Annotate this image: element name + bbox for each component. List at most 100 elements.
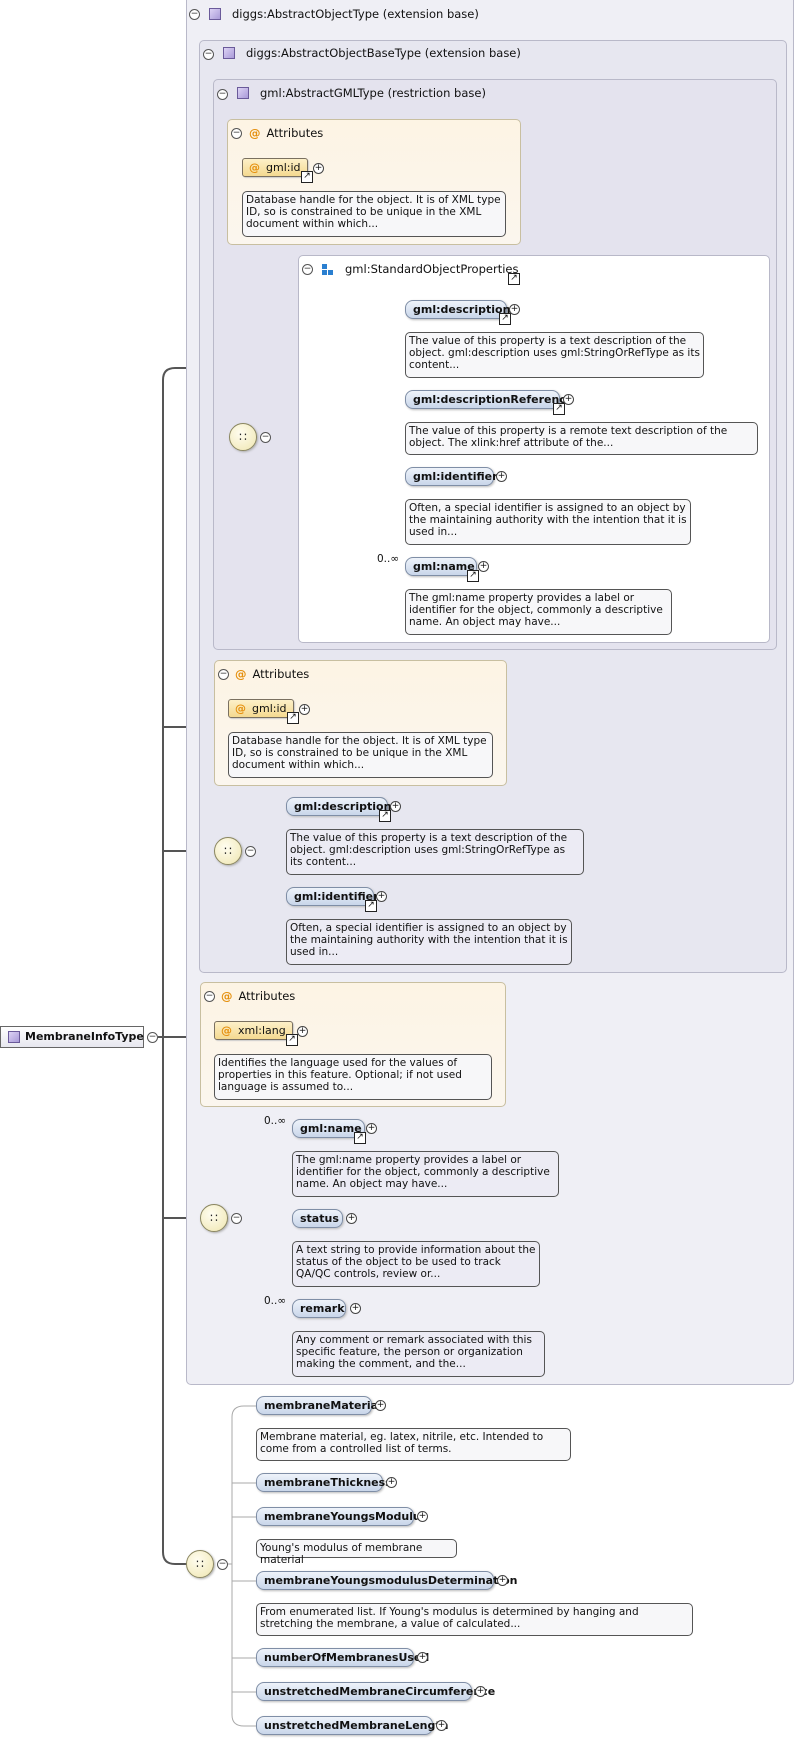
description-note: The value of this property is a text des… <box>286 829 584 875</box>
element-unstretched-membrane-circumference[interactable]: unstretchedMembraneCircumference <box>256 1682 495 1701</box>
description-note: Often, a special identifier is assigned … <box>286 919 572 965</box>
expand-icon[interactable]: + <box>297 1026 308 1037</box>
collapse-icon[interactable]: − <box>189 9 200 20</box>
root-label: MembraneInfoType <box>25 1030 144 1043</box>
attributes-title: @Attributes <box>221 989 296 1003</box>
description-note: Database handle for the object. It is of… <box>228 732 493 778</box>
attribute-gml-id[interactable]: @gml:id <box>228 699 294 718</box>
complex-type-icon <box>8 1031 20 1043</box>
sequence-icon[interactable]: ∷ <box>186 1550 214 1578</box>
reference-icon[interactable]: ↗ <box>354 1132 366 1144</box>
frame-title: diggs:AbstractObjectBaseType (extension … <box>246 46 521 60</box>
complex-type-icon <box>223 47 235 59</box>
expand-icon[interactable]: + <box>313 163 324 174</box>
description-note: The value of this property is a remote t… <box>405 422 758 455</box>
collapse-icon[interactable]: − <box>231 128 242 139</box>
group-title: gml:StandardObjectProperties <box>345 262 519 276</box>
expand-icon[interactable]: + <box>417 1511 428 1522</box>
element-gml-description[interactable]: gml:description <box>405 300 510 319</box>
collapse-icon[interactable]: − <box>147 1032 158 1043</box>
reference-icon[interactable]: ↗ <box>379 810 391 822</box>
description-note: From enumerated list. If Young's modulus… <box>256 1603 693 1636</box>
expand-icon[interactable]: + <box>497 1575 508 1586</box>
complex-type-icon <box>237 87 249 99</box>
collapse-icon[interactable]: − <box>231 1213 242 1224</box>
attributes-label: Attributes <box>266 126 324 140</box>
element-gml-identifier[interactable]: gml:identifier <box>286 887 379 906</box>
expand-icon[interactable]: + <box>475 1686 486 1697</box>
description-note: Identifies the language used for the val… <box>214 1054 492 1100</box>
attribute-gml-id[interactable]: @gml:id <box>242 158 308 177</box>
description-note: The value of this property is a text des… <box>405 332 704 378</box>
attribute-label: gml:id <box>252 702 287 715</box>
collapse-icon[interactable]: − <box>245 846 256 857</box>
element-membrane-material[interactable]: membraneMaterial <box>256 1396 382 1415</box>
sequence-icon[interactable]: ∷ <box>229 423 257 451</box>
description-note: The gml:name property provides a label o… <box>405 589 672 635</box>
collapse-icon[interactable]: − <box>260 432 271 443</box>
expand-icon[interactable]: + <box>478 561 489 572</box>
expand-icon[interactable]: + <box>496 471 507 482</box>
sequence-icon[interactable]: ∷ <box>200 1204 228 1232</box>
expand-icon[interactable]: + <box>376 891 387 902</box>
element-status[interactable]: status <box>292 1209 343 1228</box>
element-gml-description-reference[interactable]: gml:descriptionReference <box>405 390 573 409</box>
expand-icon[interactable]: + <box>390 801 401 812</box>
expand-icon[interactable]: + <box>366 1123 377 1134</box>
element-gml-identifier[interactable]: gml:identifier <box>405 467 498 486</box>
occurrence-label: 0..∞ <box>264 1295 287 1307</box>
occurrence-label: 0..∞ <box>264 1115 287 1127</box>
expand-icon[interactable]: + <box>563 394 574 405</box>
sequence-icon[interactable]: ∷ <box>214 837 242 865</box>
reference-icon[interactable]: ↗ <box>365 900 377 912</box>
element-gml-name[interactable]: gml:name <box>405 557 477 576</box>
root-type-membrane-info[interactable]: MembraneInfoType <box>0 1026 144 1048</box>
attributes-title: @Attributes <box>249 126 324 140</box>
element-remark[interactable]: remark <box>292 1299 346 1318</box>
expand-icon[interactable]: + <box>299 704 310 715</box>
expand-icon[interactable]: + <box>386 1477 397 1488</box>
element-membrane-thickness[interactable]: membraneThickness <box>256 1473 392 1492</box>
attributes-label: Attributes <box>238 989 296 1003</box>
description-note: Young's modulus of membrane material <box>256 1539 457 1566</box>
description-note: Membrane material, eg. latex, nitrile, e… <box>256 1428 571 1461</box>
element-unstretched-membrane-length[interactable]: unstretchedMembraneLength <box>256 1716 448 1735</box>
expand-icon[interactable]: + <box>375 1400 386 1411</box>
description-note: A text string to provide information abo… <box>292 1241 540 1287</box>
frame-title: gml:AbstractGMLType (restriction base) <box>260 86 486 100</box>
complex-type-icon <box>209 8 221 20</box>
collapse-icon[interactable]: − <box>217 89 228 100</box>
expand-icon[interactable]: + <box>350 1303 361 1314</box>
reference-icon[interactable]: ↗ <box>301 171 313 183</box>
expand-icon[interactable]: + <box>436 1720 447 1731</box>
collapse-icon[interactable]: − <box>302 264 313 275</box>
occurrence-label: 0..∞ <box>377 553 400 565</box>
reference-icon[interactable]: ↗ <box>286 1034 298 1046</box>
collapse-icon[interactable]: − <box>203 49 214 60</box>
element-gml-name[interactable]: gml:name <box>292 1119 365 1138</box>
expand-icon[interactable]: + <box>417 1652 428 1663</box>
collapse-icon[interactable]: − <box>218 669 229 680</box>
collapse-icon[interactable]: − <box>217 1559 228 1570</box>
element-gml-description[interactable]: gml:description <box>286 797 391 816</box>
element-number-of-membranes-used[interactable]: numberOfMembranesUsed <box>256 1648 429 1667</box>
description-note: Database handle for the object. It is of… <box>242 191 506 237</box>
attributes-label: Attributes <box>252 667 310 681</box>
description-note: Any comment or remark associated with th… <box>292 1331 545 1377</box>
attribute-label: xml:lang <box>238 1024 286 1037</box>
reference-icon[interactable]: ↗ <box>287 712 299 724</box>
attribute-xml-lang[interactable]: @xml:lang <box>214 1021 293 1040</box>
reference-icon[interactable]: ↗ <box>553 403 565 415</box>
reference-icon[interactable]: ↗ <box>499 313 511 325</box>
reference-icon[interactable]: ↗ <box>508 273 520 285</box>
element-membrane-youngs-modulus-determination[interactable]: membraneYoungsmodulusDetermination <box>256 1571 518 1590</box>
expand-icon[interactable]: + <box>509 304 520 315</box>
element-membrane-youngs-modulus[interactable]: membraneYoungsModulus <box>256 1507 427 1526</box>
description-note: The gml:name property provides a label o… <box>292 1151 559 1197</box>
reference-icon[interactable]: ↗ <box>467 570 479 582</box>
attributes-title: @Attributes <box>235 667 310 681</box>
description-note: Often, a special identifier is assigned … <box>405 499 691 545</box>
expand-icon[interactable]: + <box>346 1213 357 1224</box>
collapse-icon[interactable]: − <box>204 991 215 1002</box>
frame-title: diggs:AbstractObjectType (extension base… <box>232 7 479 21</box>
